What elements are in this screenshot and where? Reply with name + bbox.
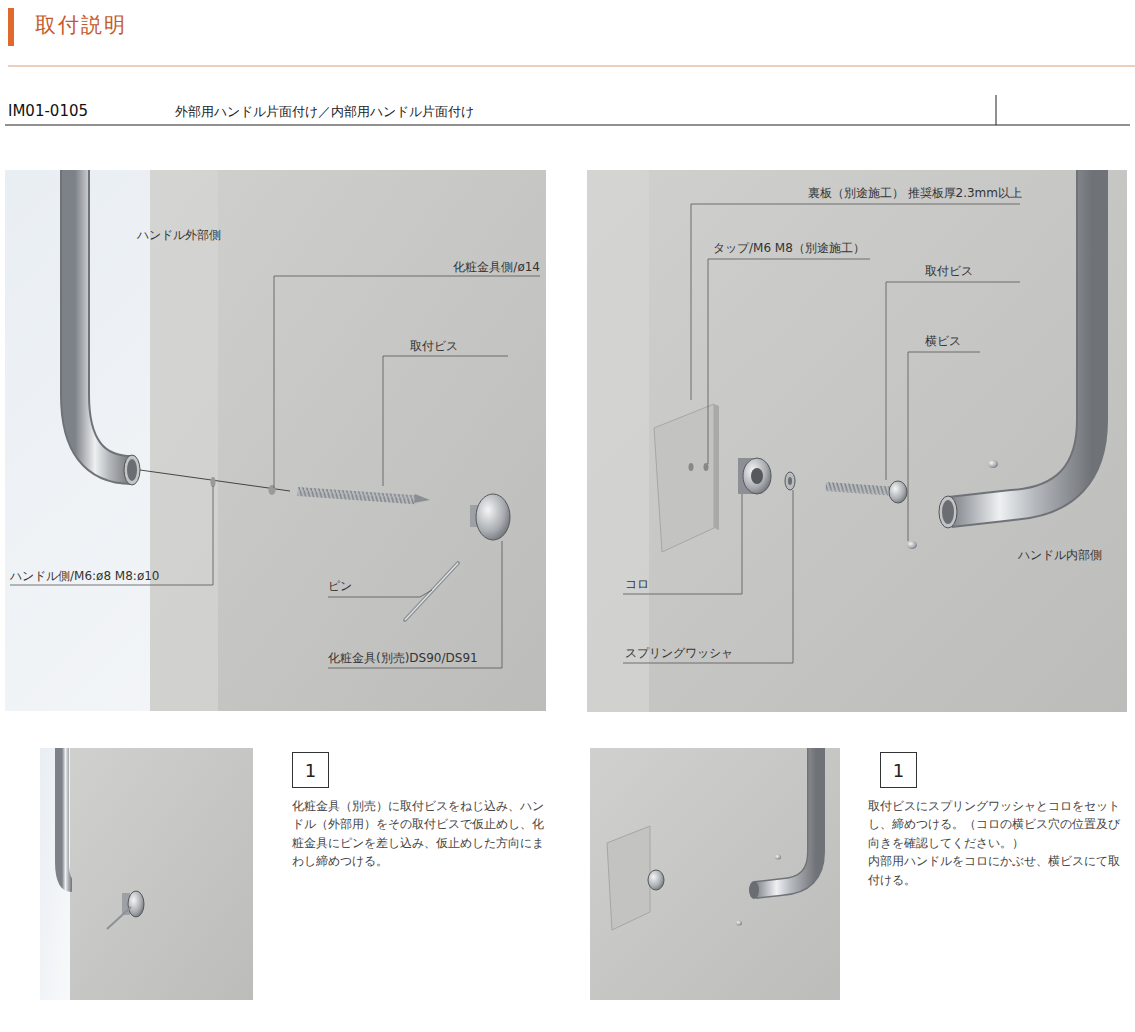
step-note: 内部用ハンドルをコロにかぶせ、横ビスにて取付ける。 (868, 852, 1130, 889)
part-label: 化粧金具側/ø14 (453, 260, 540, 275)
step-number-box: 1 (292, 752, 329, 788)
rule (8, 66, 1135, 67)
part-label: スプリングワッシャ (625, 646, 733, 661)
drawing-number: IM01-0105 (8, 102, 88, 121)
title-bar (8, 8, 14, 46)
leader-line (10, 204, 1020, 668)
part-label: 取付ビス (410, 339, 458, 354)
step-number-box: 1 (880, 752, 917, 788)
part-label: ハンドル内部側 (1018, 548, 1102, 563)
part-label: コロ (625, 577, 649, 592)
step-note: 化粧金具（別売）に取付ビスをねじ込み、ハンドル（外部用）をその取付ビスで仮止めし… (292, 797, 554, 871)
part-label: ピン (328, 579, 352, 594)
part-label: ハンドル外部側 (137, 228, 221, 243)
rule (5, 125, 1130, 126)
part-label: 取付ビス (925, 264, 973, 279)
step-number: 1 (893, 760, 904, 781)
exterior-figure (5, 170, 546, 711)
part-label: 裏板（別途施工） 推奨板厚2.3mm以上 (808, 186, 1022, 201)
step-note: 取付ビスにスプリングワッシャとコロをセットし、締めつける。（コロの横ビス穴の位置… (868, 797, 1130, 852)
step-number: 1 (305, 760, 316, 781)
part-label: タップ/M6 M8（別途施工） (713, 241, 865, 256)
part-label: 化粧金具(別売)DS90/DS91 (328, 651, 478, 666)
page-title: 取付説明 (35, 11, 127, 39)
interior-figure (587, 170, 1127, 712)
part-label: ハンドル側/M6:ø8 M8:ø10 (10, 569, 160, 584)
part-label: 横ビス (925, 334, 961, 349)
rule (996, 95, 997, 125)
step-figure (590, 748, 840, 1000)
step-figure (40, 748, 253, 1000)
subtitle: 外部用ハンドル片面付け／内部用ハンドル片面付け (175, 104, 474, 120)
